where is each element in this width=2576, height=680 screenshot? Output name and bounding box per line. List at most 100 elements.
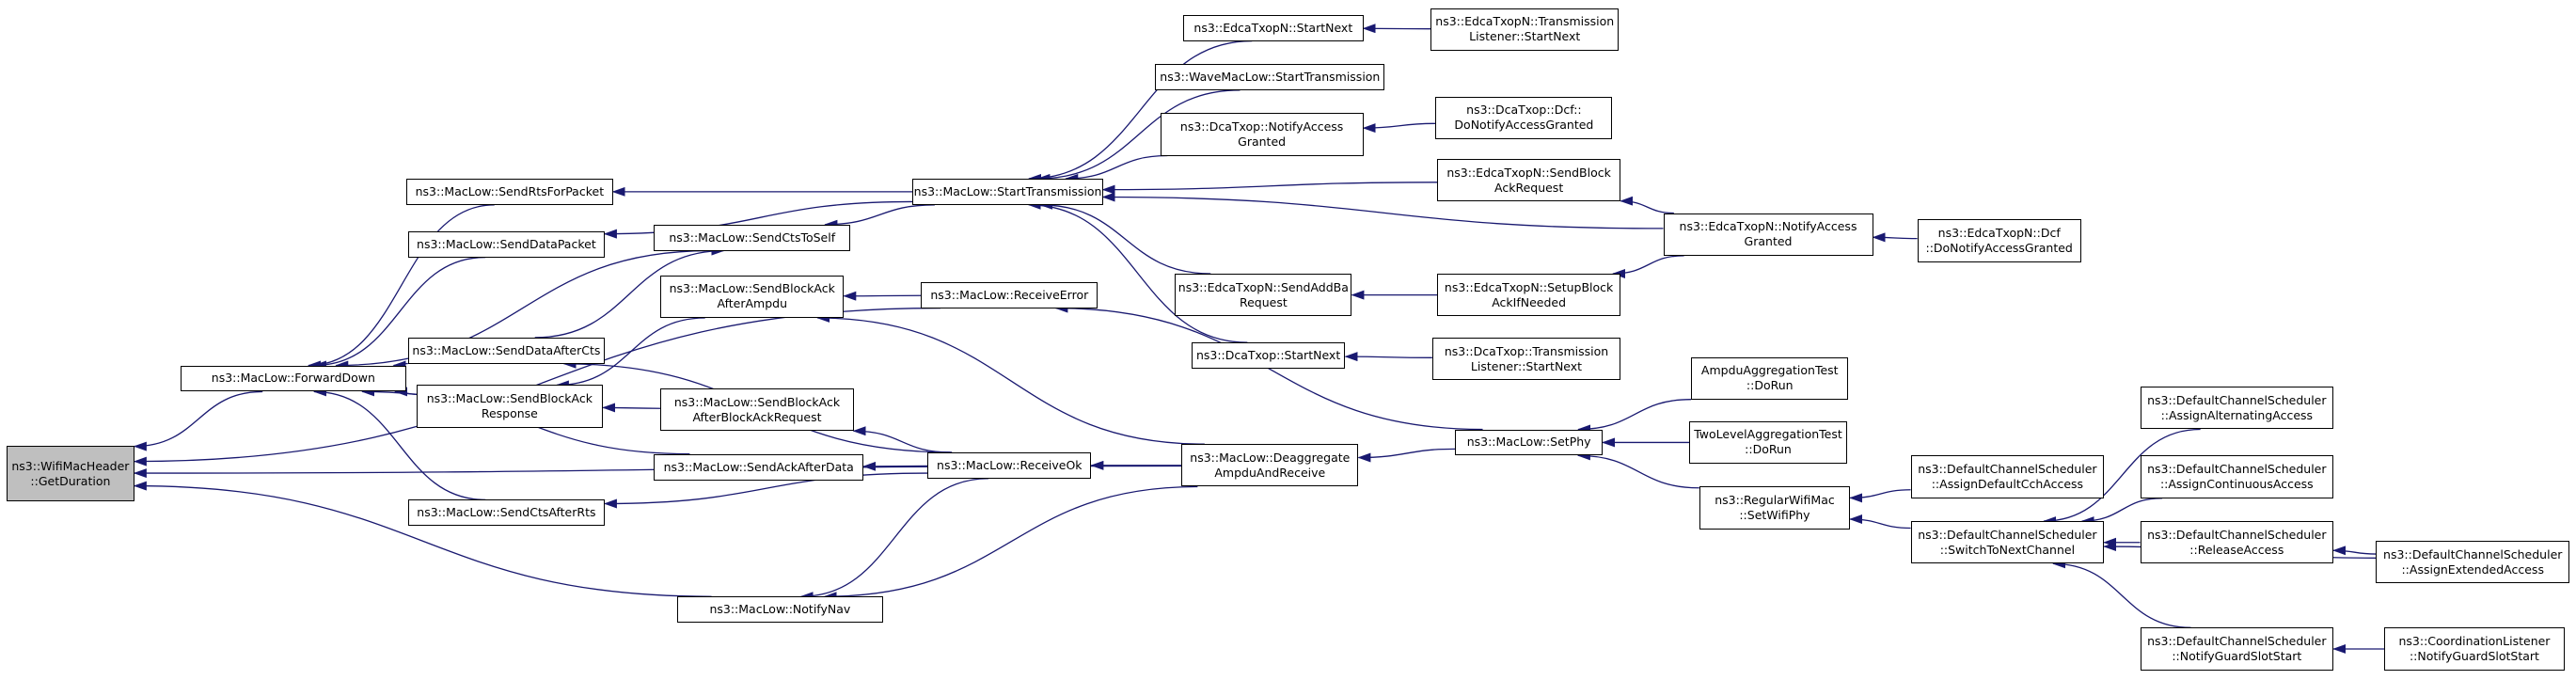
graph-node[interactable]: ns3::DefaultChannelScheduler::NotifyGuar… <box>2140 627 2334 671</box>
graph-node[interactable]: ns3::DcaTxop::Dcf::DoNotifyAccessGranted <box>1435 96 1613 140</box>
graph-node[interactable]: ns3::MacLow::SendRtsForPacket <box>406 178 613 205</box>
graph-node[interactable]: ns3::MacLow::SendDataAfterCts <box>407 337 605 364</box>
graph-node[interactable]: ns3::DefaultChannelScheduler::AssignExte… <box>2376 540 2570 584</box>
graph-node[interactable]: ns3::MacLow::SendCtsAfterRts <box>407 499 605 527</box>
graph-node[interactable]: ns3::DefaultChannelScheduler::ReleaseAcc… <box>2140 521 2334 564</box>
graph-node[interactable]: ns3::DcaTxop::StartNext <box>1191 342 1346 370</box>
call-edge <box>1620 196 1674 214</box>
graph-node[interactable]: ns3::RegularWifiMac::SetWifiPhy <box>1699 486 1851 530</box>
graph-node[interactable]: AmpduAggregationTest::DoRun <box>1691 356 1849 401</box>
graph-node-label: AmpduAndReceive <box>1214 465 1326 480</box>
graph-node-label: ns3::MacLow::SetPhy <box>1466 435 1591 450</box>
graph-node[interactable]: ns3::DefaultChannelScheduler::SwitchToNe… <box>1910 521 2105 564</box>
call-edge <box>1849 514 1911 530</box>
graph-node-label: Listener::StartNext <box>1470 358 1583 373</box>
graph-node-label: ns3::WaveMacLow::StartTransmission <box>1160 69 1381 84</box>
call-edge <box>1872 232 1918 243</box>
graph-node-label: ::ReleaseAccess <box>2189 542 2284 557</box>
graph-node-label: ns3::MacLow::ReceiveError <box>930 287 1089 302</box>
graph-node[interactable]: ns3::DefaultChannelScheduler::AssignCont… <box>2140 455 2334 498</box>
graph-node[interactable]: ns3::EdcaTxopN::Dcf::DoNotifyAccessGrant… <box>1917 219 2081 262</box>
call-edge <box>603 472 928 509</box>
graph-node[interactable]: ns3::CoordinationListener::NotifyGuardSl… <box>2384 627 2565 671</box>
graph-node[interactable]: ns3::MacLow::StartTransmission <box>912 178 1103 205</box>
graph-node-label: Granted <box>1238 134 1287 149</box>
call-edge <box>308 204 495 371</box>
call-edge <box>2332 546 2377 556</box>
graph-node-label: ns3::MacLow::SendDataPacket <box>417 236 596 251</box>
graph-node[interactable]: TwoLevelAggregationTest::DoRun <box>1689 420 1847 465</box>
graph-node-label: ::NotifyGuardSlotStart <box>2409 648 2539 663</box>
call-edge <box>823 485 1198 602</box>
graph-node-label: ns3::DcaTxop::Dcf:: <box>1466 103 1582 118</box>
graph-node-label: DoNotifyAccessGranted <box>1454 118 1594 133</box>
graph-node-label: AckRequest <box>1494 180 1564 195</box>
graph-node[interactable]: ns3::MacLow::SendAckAfterData <box>654 453 864 481</box>
graph-node-label: ns3::RegularWifiMac <box>1715 493 1835 508</box>
graph-node[interactable]: ns3::MacLow::ReceiveError <box>921 281 1098 308</box>
call-edge <box>312 256 486 371</box>
graph-node[interactable]: ns3::EdcaTxopN::StartNext <box>1182 14 1364 41</box>
call-edge <box>843 291 922 301</box>
graph-node-label: ns3::DefaultChannelScheduler <box>2147 633 2327 648</box>
graph-node-label: ns3::EdcaTxopN::Dcf <box>1937 226 2061 241</box>
graph-node[interactable]: ns3::MacLow::ReceiveOk <box>927 451 1092 479</box>
graph-node-label: ns3::DefaultChannelScheduler <box>1918 527 2097 542</box>
graph-node-label: ns3::CoordinationListener <box>2398 633 2551 648</box>
graph-node-label: ns3::DefaultChannelScheduler <box>2147 527 2327 542</box>
graph-node[interactable]: ns3::MacLow::SendCtsToSelf <box>654 224 851 251</box>
graph-node[interactable]: ns3::MacLow::NotifyNav <box>676 596 884 624</box>
graph-node-label: ns3::MacLow::SendAckAfterData <box>663 459 854 474</box>
call-edge <box>312 387 486 501</box>
call-edge <box>2043 428 2201 527</box>
graph-node-root: ns3::WifiMacHeader::GetDuration <box>6 445 134 502</box>
graph-node-label: ns3::DefaultChannelScheduler <box>2147 392 2327 407</box>
call-edge <box>133 390 263 451</box>
graph-node[interactable]: ns3::WaveMacLow::StartTransmission <box>1155 63 1385 90</box>
graph-node-label: ns3::MacLow::Deaggregate <box>1190 450 1351 465</box>
graph-node-label: Response <box>481 406 538 421</box>
graph-node-label: AmpduAggregationTest <box>1700 363 1839 378</box>
call-edge <box>335 249 710 371</box>
graph-node[interactable]: ns3::MacLow::ForwardDown <box>180 365 407 392</box>
graph-node-label: AfterBlockAckRequest <box>692 409 822 424</box>
call-edge <box>2052 559 2191 628</box>
graph-node-label: ns3::EdcaTxopN::Transmission <box>1435 14 1615 29</box>
graph-node[interactable]: ns3::DefaultChannelScheduler::AssignDefa… <box>1910 455 2105 498</box>
graph-node[interactable]: ns3::MacLow::SetPhy <box>1455 429 1604 456</box>
call-edge <box>852 426 951 453</box>
call-edge <box>1357 448 1456 463</box>
graph-node-label: ns3::MacLow::ReceiveOk <box>937 457 1083 472</box>
graph-node[interactable]: ns3::DefaultChannelScheduler::AssignAlte… <box>2140 387 2334 430</box>
call-edge <box>392 360 408 371</box>
graph-node-label: ns3::EdcaTxopN::SetupBlock <box>1444 279 1614 294</box>
call-edge <box>1028 40 1253 183</box>
graph-node-label: TwoLevelAggregationTest <box>1694 427 1842 442</box>
graph-node-label: ::AssignContinuousAccess <box>2159 477 2314 492</box>
call-edge <box>1101 192 1664 229</box>
call-edge <box>1065 154 1168 183</box>
graph-node-label: ns3::WifiMacHeader <box>11 458 130 473</box>
graph-node-label: ::AssignDefaultCchAccess <box>1931 477 2084 492</box>
graph-node-label: ::DoNotifyAccessGranted <box>1925 241 2073 256</box>
graph-node-label: ns3::DefaultChannelScheduler <box>2383 546 2563 561</box>
call-edge <box>602 403 661 413</box>
graph-node-label: ::AssignExtendedAccess <box>2401 561 2544 577</box>
graph-node-label: ::AssignAlternatingAccess <box>2160 407 2314 422</box>
graph-node[interactable]: ns3::MacLow::SendDataPacket <box>407 230 605 258</box>
call-edge <box>534 245 725 339</box>
graph-node-label: ns3::MacLow::SendCtsToSelf <box>669 229 836 245</box>
